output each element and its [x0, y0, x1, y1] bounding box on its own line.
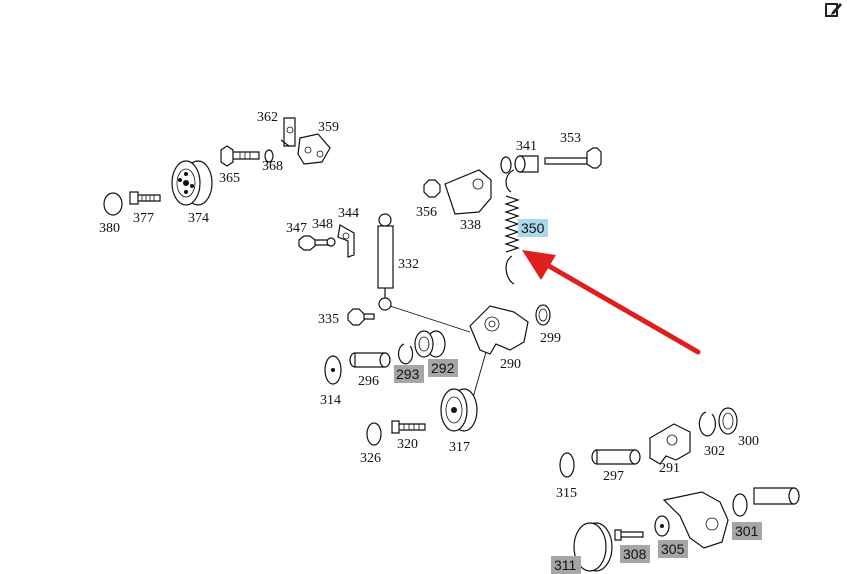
- part-293-circlip: [397, 343, 414, 365]
- label-353: 353: [560, 131, 581, 146]
- part-305-washer: [654, 515, 670, 537]
- label-332: 332: [398, 257, 419, 272]
- highlight-293: [394, 365, 424, 383]
- part-tensioner-arm: [662, 491, 729, 549]
- part-341-bushing: [500, 155, 539, 174]
- part-348-washer: [326, 237, 336, 247]
- part-350-spring: [504, 169, 520, 285]
- label-338: 338: [460, 218, 481, 233]
- part-335-bolt: [347, 308, 375, 326]
- part-296-pin: [349, 352, 391, 368]
- label-341: 341: [516, 139, 537, 154]
- part-299-ring: [535, 304, 551, 326]
- part-297-pin: [591, 449, 641, 465]
- part-301-ring: [732, 493, 748, 517]
- part-291-bracket: [649, 423, 691, 465]
- highlight-305: [658, 540, 688, 558]
- label-299: 299: [540, 331, 561, 346]
- label-296: 296: [358, 374, 379, 389]
- highlight-311: [551, 556, 581, 574]
- label-314: 314: [320, 393, 341, 408]
- label-297: 297: [603, 469, 624, 484]
- part-308-bolt: [614, 529, 644, 541]
- label-290: 290: [500, 357, 521, 372]
- label-301: 301: [735, 523, 759, 539]
- part-344-plate: [337, 224, 355, 258]
- label-347: 347: [286, 221, 307, 236]
- label-359: 359: [318, 120, 339, 135]
- label-348: 348: [312, 217, 333, 232]
- part-326-cap: [366, 422, 382, 446]
- part-314-cap: [324, 355, 342, 385]
- part-362-bracket: [280, 117, 296, 147]
- highlight-350: [518, 219, 548, 237]
- label-335: 335: [318, 312, 339, 327]
- part-380-cap: [103, 192, 123, 216]
- label-350: 350: [521, 220, 545, 236]
- highlight-292: [428, 359, 458, 377]
- part-368-washer: [264, 149, 274, 163]
- label-374: 374: [188, 211, 209, 226]
- part-365-bolt: [220, 145, 260, 167]
- part-359-clip: [297, 133, 331, 165]
- part-347-bolt: [298, 235, 330, 251]
- label-300: 300: [738, 434, 759, 449]
- label-292: 292: [431, 360, 455, 376]
- part-311-cap: [573, 522, 613, 572]
- part-shaft: [753, 487, 800, 505]
- part-374-pulley: [171, 160, 213, 206]
- part-320-bolt: [391, 420, 426, 434]
- highlight-308: [620, 545, 650, 563]
- edit-icon[interactable]: [823, 0, 843, 20]
- label-305: 305: [661, 541, 685, 557]
- part-292-bearing: [414, 330, 446, 358]
- label-302: 302: [704, 444, 725, 459]
- part-300-ring: [718, 407, 738, 435]
- part-302-circlip: [698, 411, 716, 437]
- label-308: 308: [623, 546, 647, 562]
- label-380: 380: [99, 221, 120, 236]
- label-344: 344: [338, 206, 359, 221]
- highlight-301: [732, 522, 762, 540]
- label-365: 365: [219, 171, 240, 186]
- label-291: 291: [659, 461, 680, 476]
- part-377-bolt: [129, 191, 161, 205]
- indicator-arrow: [522, 250, 701, 355]
- part-356-nut: [423, 179, 441, 198]
- label-326: 326: [360, 451, 381, 466]
- part-338-bracket: [444, 169, 492, 215]
- label-311: 311: [554, 557, 577, 573]
- part-353-bolt: [544, 147, 602, 169]
- label-293: 293: [396, 366, 420, 382]
- label-368: 368: [262, 159, 283, 174]
- part-315-cap: [559, 452, 575, 478]
- part-332-strut: [377, 213, 394, 311]
- label-356: 356: [416, 205, 437, 220]
- label-377: 377: [133, 211, 154, 226]
- label-317: 317: [449, 440, 470, 455]
- part-317-pulley: [440, 388, 478, 432]
- label-315: 315: [556, 486, 577, 501]
- label-320: 320: [397, 437, 418, 452]
- label-362: 362: [257, 110, 278, 125]
